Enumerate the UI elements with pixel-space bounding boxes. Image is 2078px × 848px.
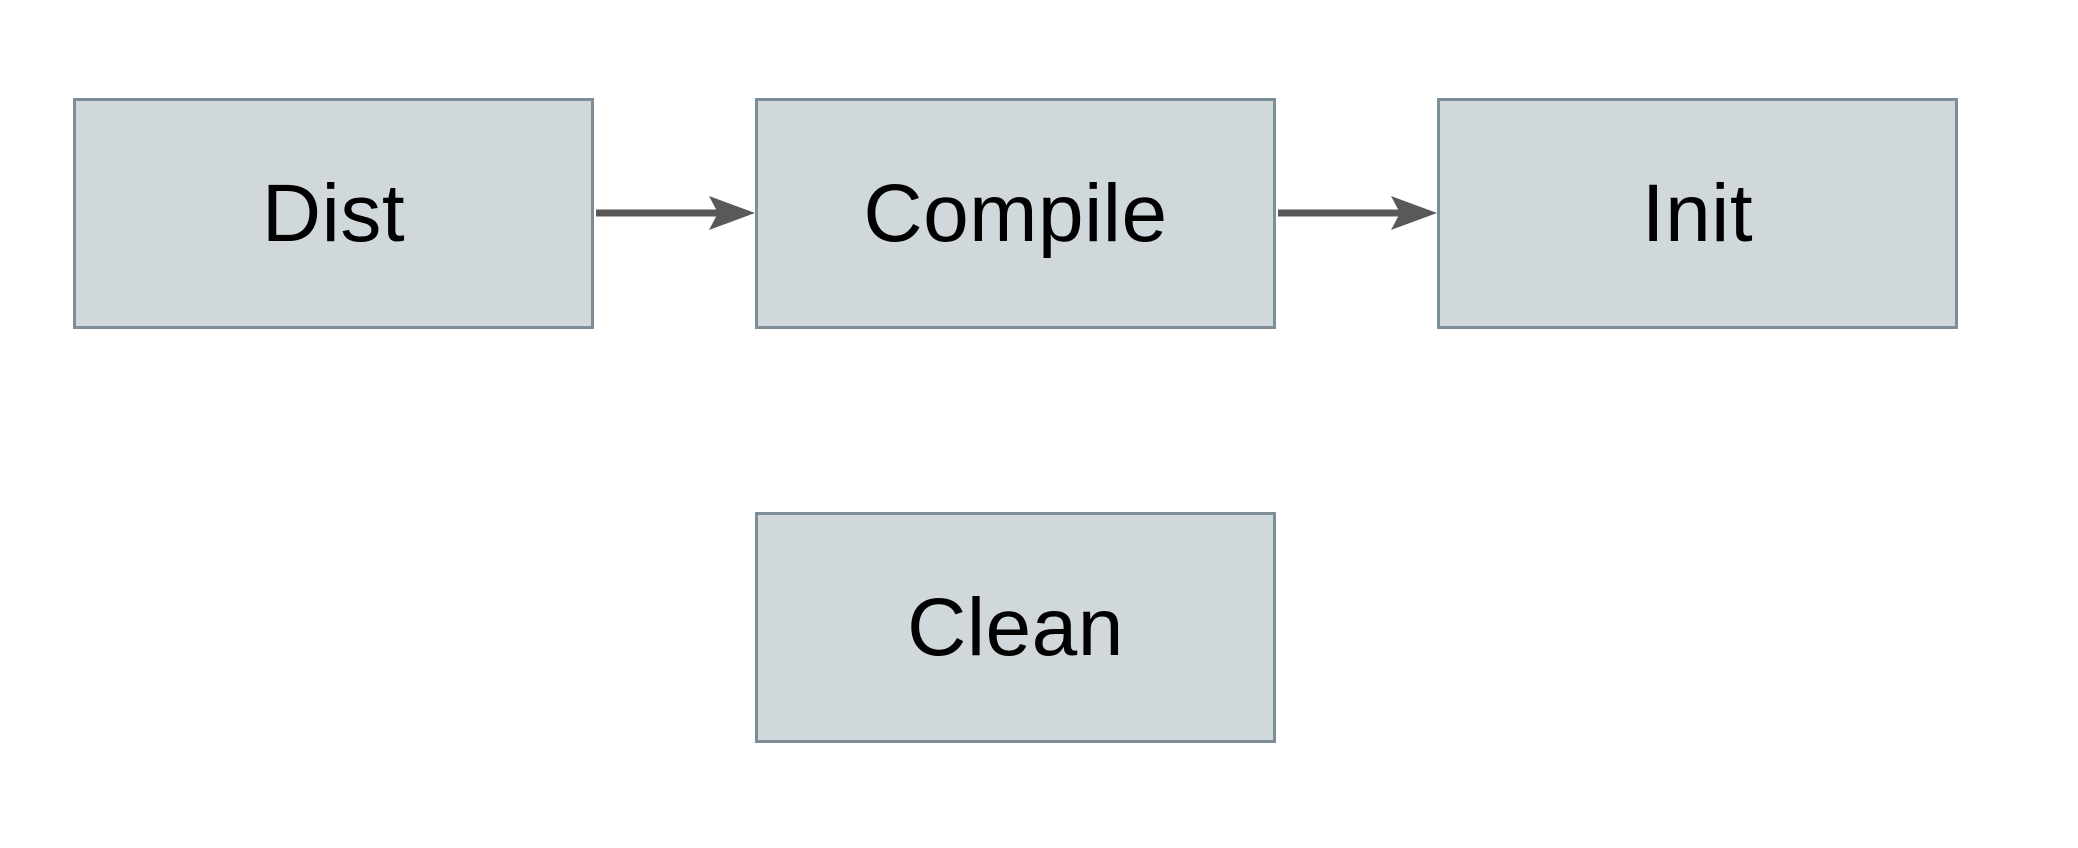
arrow-compile-to-init-icon	[1278, 196, 1437, 230]
arrow-dist-to-compile-icon	[596, 196, 755, 230]
node-init-label: Init	[1641, 167, 1754, 259]
node-dist[interactable]: Dist	[73, 98, 594, 329]
node-clean-label: Clean	[907, 581, 1124, 673]
node-dist-label: Dist	[261, 167, 406, 259]
node-clean[interactable]: Clean	[755, 512, 1276, 743]
node-init[interactable]: Init	[1437, 98, 1958, 329]
node-compile-label: Compile	[863, 167, 1168, 259]
node-compile[interactable]: Compile	[755, 98, 1276, 329]
